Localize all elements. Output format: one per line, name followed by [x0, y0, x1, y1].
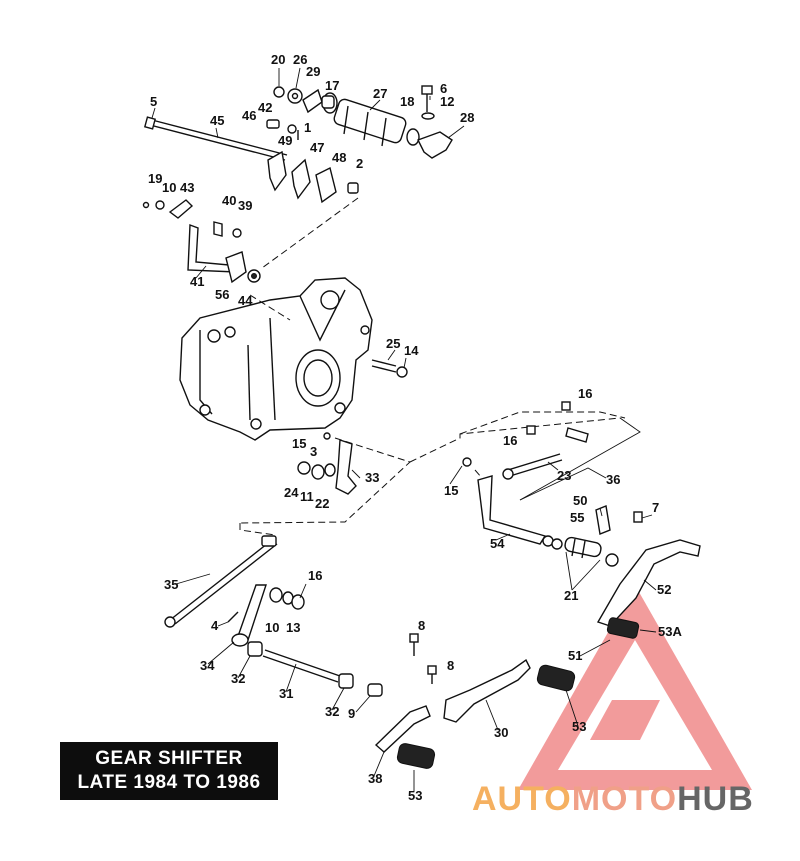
callout-53b: 53: [572, 719, 586, 734]
callout-53A: 53A: [658, 624, 682, 639]
callout-28: 28: [460, 110, 474, 125]
watermark-logo: [518, 585, 752, 790]
callout-15a: 15: [292, 436, 306, 451]
callout-16b: 16: [503, 433, 517, 448]
callout-labels: 5 45 20 26 29 17 27 6 12 18 28 42 46 1 4…: [148, 52, 682, 803]
callout-43: 43: [180, 180, 194, 195]
callout-29: 29: [306, 64, 320, 79]
callout-5: 5: [150, 94, 157, 109]
callout-45: 45: [210, 113, 224, 128]
transmission-case: [179, 277, 408, 441]
assembly-guide-lines: [239, 197, 641, 545]
callout-8b: 8: [447, 658, 454, 673]
callout-54: 54: [490, 536, 505, 551]
callout-11: 11: [300, 489, 314, 504]
callout-50: 50: [573, 493, 587, 508]
callout-39: 39: [238, 198, 252, 213]
callout-7: 7: [652, 500, 659, 515]
callout-47: 47: [310, 140, 324, 155]
diagram-title-box: GEAR SHIFTER LATE 1984 TO 1986: [60, 742, 278, 800]
callout-22: 22: [315, 496, 329, 511]
callout-31: 31: [279, 686, 293, 701]
callout-24: 24: [284, 485, 299, 500]
callout-10b: 10: [265, 620, 279, 635]
callout-4: 4: [211, 618, 219, 633]
callout-20: 20: [271, 52, 285, 67]
callout-41: 41: [190, 274, 204, 289]
callout-23: 23: [557, 468, 571, 483]
callout-48: 48: [332, 150, 346, 165]
callout-53c: 53: [408, 788, 422, 803]
callout-34: 34: [200, 658, 215, 673]
shift-rod-assembly: [462, 401, 701, 639]
callout-35: 35: [164, 577, 178, 592]
shift-lever-linkage: [164, 535, 383, 697]
watermark-hub: HUB: [677, 780, 754, 818]
callout-18: 18: [400, 94, 414, 109]
callout-26: 26: [293, 52, 307, 67]
callout-19: 19: [148, 171, 162, 186]
callout-1: 1: [304, 120, 311, 135]
callout-12: 12: [440, 94, 454, 109]
watermark-text: AUTOMOTOHUB: [472, 780, 754, 819]
callout-36: 36: [606, 472, 620, 487]
callout-42: 42: [258, 100, 272, 115]
watermark-moto: MOTO: [571, 780, 678, 818]
callout-32a: 32: [231, 671, 245, 686]
callout-6: 6: [440, 81, 447, 96]
shifter-lever-parts: [142, 199, 261, 284]
callout-32b: 32: [325, 704, 339, 719]
callout-33: 33: [365, 470, 379, 485]
callout-13: 13: [286, 620, 300, 635]
callout-46: 46: [242, 108, 256, 123]
callout-leaders: [151, 67, 657, 792]
callout-56: 56: [215, 287, 229, 302]
callout-14: 14: [404, 343, 419, 358]
callout-8a: 8: [418, 618, 425, 633]
callout-16a: 16: [578, 386, 592, 401]
callout-52: 52: [657, 582, 671, 597]
callout-40: 40: [222, 193, 236, 208]
callout-44: 44: [238, 293, 253, 308]
callout-15b: 15: [444, 483, 458, 498]
callout-16c: 16: [308, 568, 322, 583]
callout-55: 55: [570, 510, 584, 525]
callout-17: 17: [325, 78, 339, 93]
callout-9: 9: [348, 706, 355, 721]
watermark-auto: AUTO: [472, 780, 572, 818]
callout-30: 30: [494, 725, 508, 740]
callout-25: 25: [386, 336, 400, 351]
callout-2: 2: [356, 156, 363, 171]
shifter-arm-group: [297, 432, 357, 495]
callout-10a: 10: [162, 180, 176, 195]
callout-51: 51: [568, 648, 582, 663]
callout-21: 21: [564, 588, 578, 603]
foot-lever-parts: [374, 633, 611, 769]
title-line-2: LATE 1984 TO 1986: [77, 772, 261, 793]
callout-3: 3: [310, 444, 317, 459]
shift-drum-assembly: [143, 85, 453, 204]
callout-49: 49: [278, 133, 292, 148]
callout-38: 38: [368, 771, 382, 786]
callout-27: 27: [373, 86, 387, 101]
title-line-1: GEAR SHIFTER: [95, 748, 243, 769]
